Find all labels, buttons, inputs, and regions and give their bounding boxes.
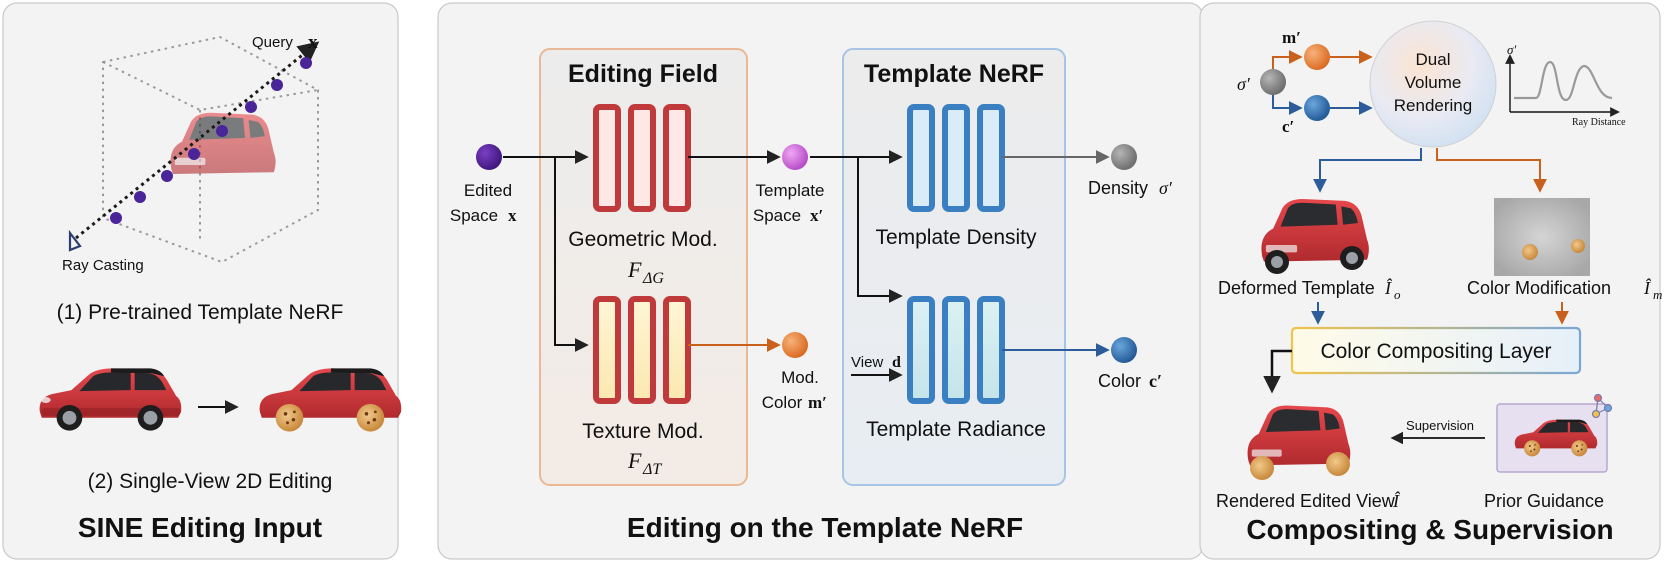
template-radiance-mlp bbox=[907, 296, 1005, 404]
geometric-mod-label: Geometric Mod. bbox=[568, 228, 717, 251]
density-node bbox=[1111, 144, 1137, 170]
step2-caption: (2) Single-View 2D Editing bbox=[88, 470, 333, 493]
dvr-to-deformed-arrow bbox=[1313, 148, 1422, 193]
dvr-label-line1: Dual bbox=[1416, 50, 1451, 69]
mod-color-node bbox=[782, 332, 808, 358]
geometric-subscript: ΔG bbox=[642, 270, 664, 287]
hubcap bbox=[1271, 256, 1283, 268]
panel-title: Compositing & Supervision bbox=[1246, 514, 1613, 545]
supervision-label: Supervision bbox=[1406, 418, 1474, 433]
template-density-label: Template Density bbox=[875, 226, 1037, 249]
editing-field-title: Editing Field bbox=[568, 60, 718, 88]
cookie-wheel bbox=[1326, 452, 1350, 476]
color-modification-label: Color Modification bbox=[1467, 278, 1611, 298]
m-prime-node bbox=[1304, 44, 1330, 70]
m-prime-label: m′ bbox=[1282, 28, 1301, 47]
mod-color-label-line2: Color bbox=[762, 393, 803, 412]
color-modification-image bbox=[1494, 198, 1590, 276]
edited-space-label-line2: Space bbox=[450, 206, 498, 225]
density-variable: σ′ bbox=[1159, 178, 1173, 198]
dvr-to-colormod-arrow bbox=[1436, 148, 1547, 193]
compositing-layer-label: Color Compositing Layer bbox=[1320, 340, 1551, 363]
plot-x-label: Ray Distance bbox=[1572, 117, 1626, 128]
colormod-sub: m bbox=[1653, 287, 1662, 302]
template-space-node bbox=[782, 144, 808, 170]
dual-volume-rendering-node bbox=[1369, 20, 1497, 148]
sigma-branch-arrows bbox=[1272, 50, 1303, 115]
dvr-label-line3: Rendering bbox=[1394, 96, 1472, 115]
ray-sample-points bbox=[110, 57, 312, 224]
texture-symbol: F bbox=[627, 448, 642, 473]
query-ray bbox=[75, 41, 320, 240]
panel-compositing-supervision: σ′ m′ c′ Dual Volume Rendering σ′ Ray Di… bbox=[1199, 2, 1662, 560]
texture-subscript: ΔT bbox=[642, 461, 662, 478]
rendered-view-var: Î bbox=[1392, 490, 1401, 511]
texture-mod-label: Texture Mod. bbox=[582, 420, 703, 443]
color-variable: c′ bbox=[1149, 371, 1162, 391]
c-prime-label: c′ bbox=[1282, 117, 1294, 136]
query-variable: x bbox=[308, 32, 318, 53]
template-density-mlp bbox=[907, 104, 1005, 212]
edited-space-label-line1: Edited bbox=[464, 181, 512, 200]
template-nerf-title: Template NeRF bbox=[864, 60, 1044, 88]
mod-color-label-line1: Mod. bbox=[781, 368, 819, 387]
plot-y-label: σ′ bbox=[1507, 42, 1516, 57]
dvr-label-line2: Volume bbox=[1405, 73, 1462, 92]
sigma-label: σ′ bbox=[1237, 74, 1251, 94]
cookie-wheel bbox=[1250, 456, 1274, 480]
camera-icon bbox=[68, 229, 82, 252]
ray-casting-label: Ray Casting bbox=[62, 257, 144, 274]
cookie-patch bbox=[1571, 239, 1585, 253]
panel-title: SINE Editing Input bbox=[78, 512, 322, 543]
template-radiance-label: Template Radiance bbox=[866, 418, 1046, 441]
prior-guidance-label: Prior Guidance bbox=[1484, 491, 1604, 511]
density-curve bbox=[1514, 60, 1613, 102]
density-plot: σ′ Ray Distance bbox=[1505, 42, 1626, 128]
input-arrows bbox=[503, 150, 589, 352]
mod-color-variable: m′ bbox=[808, 393, 827, 412]
panel-title: Editing on the Template NeRF bbox=[627, 512, 1023, 543]
rendered-view-label: Rendered Edited View bbox=[1216, 491, 1396, 511]
panel-sine-editing-input: Query x Ray Casting (1) Pre-trained Temp… bbox=[2, 2, 402, 560]
sigma-node bbox=[1260, 69, 1286, 95]
cookie-patch bbox=[1522, 244, 1538, 260]
edited-space-node bbox=[476, 144, 502, 170]
view-label: View bbox=[851, 354, 883, 371]
template-space-arrows bbox=[810, 150, 903, 303]
geometric-symbol: F bbox=[627, 257, 642, 282]
c-prime-node bbox=[1304, 95, 1330, 121]
view-variable: d bbox=[892, 354, 901, 371]
texture-mlp bbox=[593, 296, 691, 404]
template-space-label-line2: Space bbox=[753, 206, 801, 225]
deformed-template-label: Deformed Template bbox=[1218, 278, 1375, 298]
template-space-variable: x′ bbox=[810, 206, 823, 225]
colormod-var: Î bbox=[1643, 277, 1652, 298]
ccl-to-rendered-arrow bbox=[1263, 349, 1292, 394]
step1-caption: (1) Pre-trained Template NeRF bbox=[57, 301, 344, 324]
color-label: Color bbox=[1098, 371, 1141, 391]
hubcap bbox=[1346, 252, 1358, 264]
deformed-template-var: Î bbox=[1384, 277, 1393, 298]
density-label: Density bbox=[1088, 178, 1148, 198]
panel-editing-on-template-nerf: Editing Field Template NeRF Geometric Mo… bbox=[437, 2, 1204, 560]
geometric-mlp bbox=[593, 104, 691, 212]
edited-space-variable: x bbox=[508, 206, 517, 225]
template-space-label-line1: Template bbox=[756, 181, 825, 200]
network-icon bbox=[1591, 393, 1613, 419]
deformed-template-sub: o bbox=[1394, 287, 1401, 302]
query-label: Query bbox=[252, 34, 293, 51]
color-node bbox=[1111, 337, 1137, 363]
